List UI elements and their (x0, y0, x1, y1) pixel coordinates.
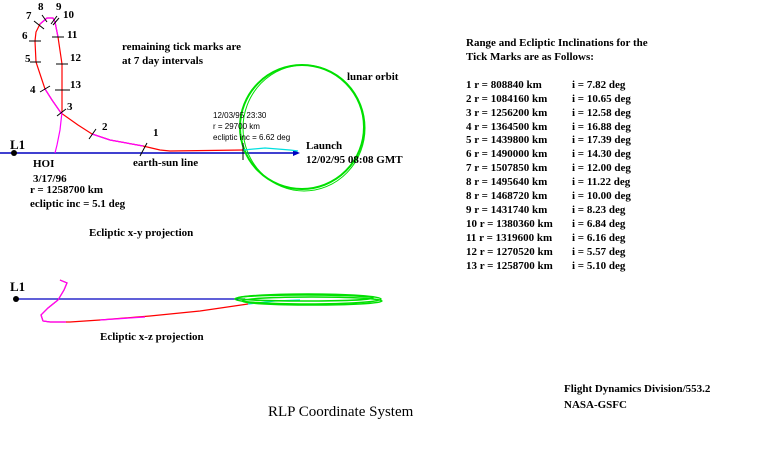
range-value: 10 r = 1380360 km (466, 217, 553, 230)
table-heading-2: Tick Marks are as Follows: (466, 50, 594, 63)
table-row: 13 r = 1258700 km i = 5.10 deg (466, 260, 648, 274)
table-row: 7 r = 1507850 km i = 12.00 deg (466, 162, 648, 176)
range-value: 11 r = 1319600 km (466, 231, 553, 244)
tick-label: 1 (153, 127, 159, 139)
range-value: 12 r = 1270520 km (466, 245, 553, 258)
table-row: 12 r = 1270520 km i = 5.57 deg (466, 246, 648, 260)
hoi-date: 3/17/96 (33, 173, 67, 185)
range-value: 9 r = 1431740 km (466, 203, 548, 216)
launch-time: 12/02/95 08:08 GMT (306, 154, 403, 166)
tick-label: 2 (102, 121, 108, 133)
range-value: 6 r = 1490000 km (466, 148, 548, 161)
range-value: 5 r = 1439800 km (466, 134, 548, 147)
table-row: 3 r = 1256200 km i = 12.58 deg (466, 107, 648, 121)
event-date: 12/03/95 23:30 (213, 111, 267, 120)
tick-label: 3 (67, 101, 73, 113)
inclination-value: i = 10.00 deg (572, 190, 631, 203)
arrow-head-icon (293, 150, 300, 156)
range-value: 4 r = 1364500 km (466, 120, 548, 133)
inclination-value: i = 6.84 deg (572, 217, 626, 230)
event-inclination: ecliptic inc = 6.62 deg (213, 133, 291, 142)
earth-sun-line-label: earth-sun line (133, 157, 199, 169)
table-row: 5 r = 1439800 km i = 17.39 deg (466, 134, 648, 148)
hoi-label: HOI (33, 158, 55, 170)
trajectory-xz-magenta-2 (99, 316, 146, 321)
table-row: 10 r = 1380360 km i = 6.84 deg (466, 218, 648, 232)
range-value: 3 r = 1256200 km (466, 106, 548, 119)
hoi-inclination: ecliptic inc = 5.1 deg (30, 198, 126, 210)
table-row: 9 r = 1431740 km i = 8.23 deg (466, 204, 648, 218)
inclination-value: i = 16.88 deg (572, 120, 631, 133)
table-row: 8 r = 1468720 km i = 10.00 deg (466, 190, 648, 204)
table-row: 11 r = 1319600 km i = 6.16 deg (466, 232, 648, 246)
range-value: 7 r = 1507850 km (466, 162, 548, 175)
tick-label: 5 (25, 53, 31, 65)
inclination-value: i = 12.58 deg (572, 106, 631, 119)
l1-label-xz: L1 (10, 279, 26, 294)
launch-label: Launch (306, 140, 343, 152)
table-row: 1 r = 808840 km i = 7.82 deg (466, 79, 648, 93)
trajectory-xy-magenta-2 (44, 88, 62, 114)
range-value: 13 r = 1258700 km (466, 259, 553, 272)
xz-projection-label: Ecliptic x-z projection (100, 331, 204, 343)
event-range: r = 29700 km (213, 122, 260, 131)
l1-point (11, 150, 17, 156)
inclination-value: i = 17.39 deg (572, 134, 631, 147)
inclination-value: i = 10.65 deg (572, 92, 631, 105)
l1-point-xz (13, 296, 19, 302)
trajectory-xy-magenta-4 (54, 111, 63, 154)
inclination-value: i = 14.30 deg (572, 148, 631, 161)
tick-label: 8 (38, 1, 44, 13)
trajectory-xz-magenta (40, 279, 68, 323)
tick-label: 4 (30, 84, 36, 96)
trajectory-launch-cyan (242, 147, 299, 152)
remaining-ticks-note: remaining tick marks are (122, 41, 242, 53)
tick-label: 13 (70, 79, 81, 91)
hoi-range: r = 1258700 km (30, 184, 103, 196)
table-row: 6 r = 1490000 km i = 14.30 deg (466, 148, 648, 162)
trajectory-xy-magenta-3 (39, 17, 59, 38)
lunar-orbit-xz (234, 293, 383, 306)
trajectory-xz (40, 279, 249, 323)
l1-label: L1 (10, 137, 26, 152)
tick-label: 7 (26, 10, 32, 22)
range-value: 8 r = 1468720 km (466, 190, 548, 203)
tick-label: 6 (22, 30, 28, 42)
range-value: 1 r = 808840 km (466, 78, 542, 91)
diagram-title: RLP Coordinate System (268, 404, 414, 420)
range-value: 8 r = 1495640 km (466, 176, 548, 189)
tick-label: 9 (56, 1, 62, 13)
lunar-orbit-label: lunar orbit (347, 71, 399, 83)
tick-label: 11 (67, 29, 78, 41)
trajectory-xy-magenta (91, 133, 144, 147)
table-row: 4 r = 1364500 km i = 16.88 deg (466, 121, 648, 135)
inclination-value: i = 5.57 deg (572, 245, 626, 258)
org-nasa: NASA-GSFC (564, 399, 627, 411)
inclination-value: i = 5.10 deg (572, 259, 626, 272)
remaining-ticks-note-2: at 7 day intervals (122, 55, 203, 67)
org-division: Flight Dynamics Division/553.2 (564, 383, 711, 395)
lunar-orbit-2 (242, 64, 366, 192)
inclination-value: i = 12.00 deg (572, 162, 631, 175)
table-row: 2 r = 1084160 km i = 10.65 deg (466, 93, 648, 107)
tick-marks (29, 14, 244, 160)
inclination-value: i = 7.82 deg (572, 78, 626, 91)
table-row: 8 r = 1495640 km i = 11.22 deg (466, 176, 648, 190)
inclination-value: i = 8.23 deg (572, 203, 626, 216)
range-value: 2 r = 1084160 km (466, 92, 548, 105)
inclination-value: i = 11.22 deg (572, 176, 631, 189)
table-heading: Range and Ecliptic Inclinations for the (466, 37, 648, 49)
inclination-value: i = 6.16 deg (572, 231, 626, 244)
tick-label: 12 (70, 52, 81, 64)
tick-label: 10 (63, 9, 74, 21)
tick-range-table: Range and Ecliptic Inclinations for the … (466, 37, 648, 274)
xy-projection-label: Ecliptic x-y projection (89, 227, 194, 239)
